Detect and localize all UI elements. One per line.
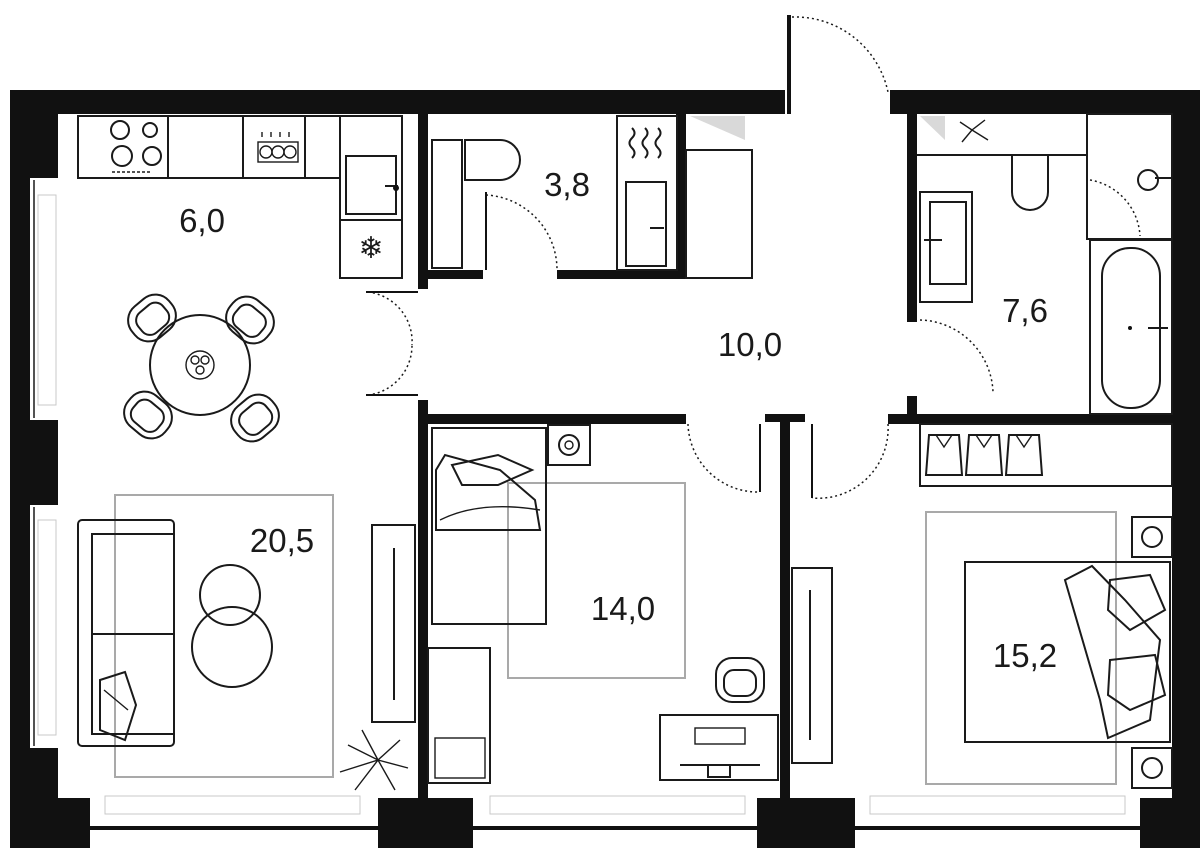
plant-living <box>339 729 409 791</box>
area-bedroom-master: 15,2 <box>993 637 1057 674</box>
area-kitchen: 6,0 <box>179 202 225 239</box>
left-windows <box>30 178 58 748</box>
wc-door <box>485 192 558 271</box>
wc-toilet <box>431 139 521 269</box>
area-bathroom: 7,6 <box>1002 292 1048 329</box>
hall-doors <box>366 291 994 500</box>
living-rug <box>114 494 334 778</box>
dining-chairs <box>123 293 280 443</box>
bathroom-fixtures <box>917 113 1173 415</box>
bottom-radiators <box>104 795 1126 815</box>
area-hall: 10,0 <box>718 326 782 363</box>
sofa <box>77 519 175 747</box>
coffee-tables <box>191 564 273 688</box>
tv-unit <box>371 524 416 723</box>
area-living: 20,5 <box>250 522 314 559</box>
kitchen-counter <box>77 115 341 179</box>
bedroom-small-furniture <box>427 424 779 784</box>
walls <box>10 90 1200 848</box>
fridge: ❄ <box>339 219 403 279</box>
svg-text:❄: ❄ <box>358 231 383 266</box>
area-bedroom-small: 14,0 <box>591 590 655 627</box>
area-wc: 3,8 <box>544 166 590 203</box>
wardrobe-hall <box>685 116 753 279</box>
water-heater <box>616 115 678 271</box>
kitchen-sink <box>339 115 403 221</box>
entrance-door <box>787 15 889 114</box>
bedroom-master-furniture <box>791 423 1173 789</box>
dining-table <box>149 314 251 416</box>
